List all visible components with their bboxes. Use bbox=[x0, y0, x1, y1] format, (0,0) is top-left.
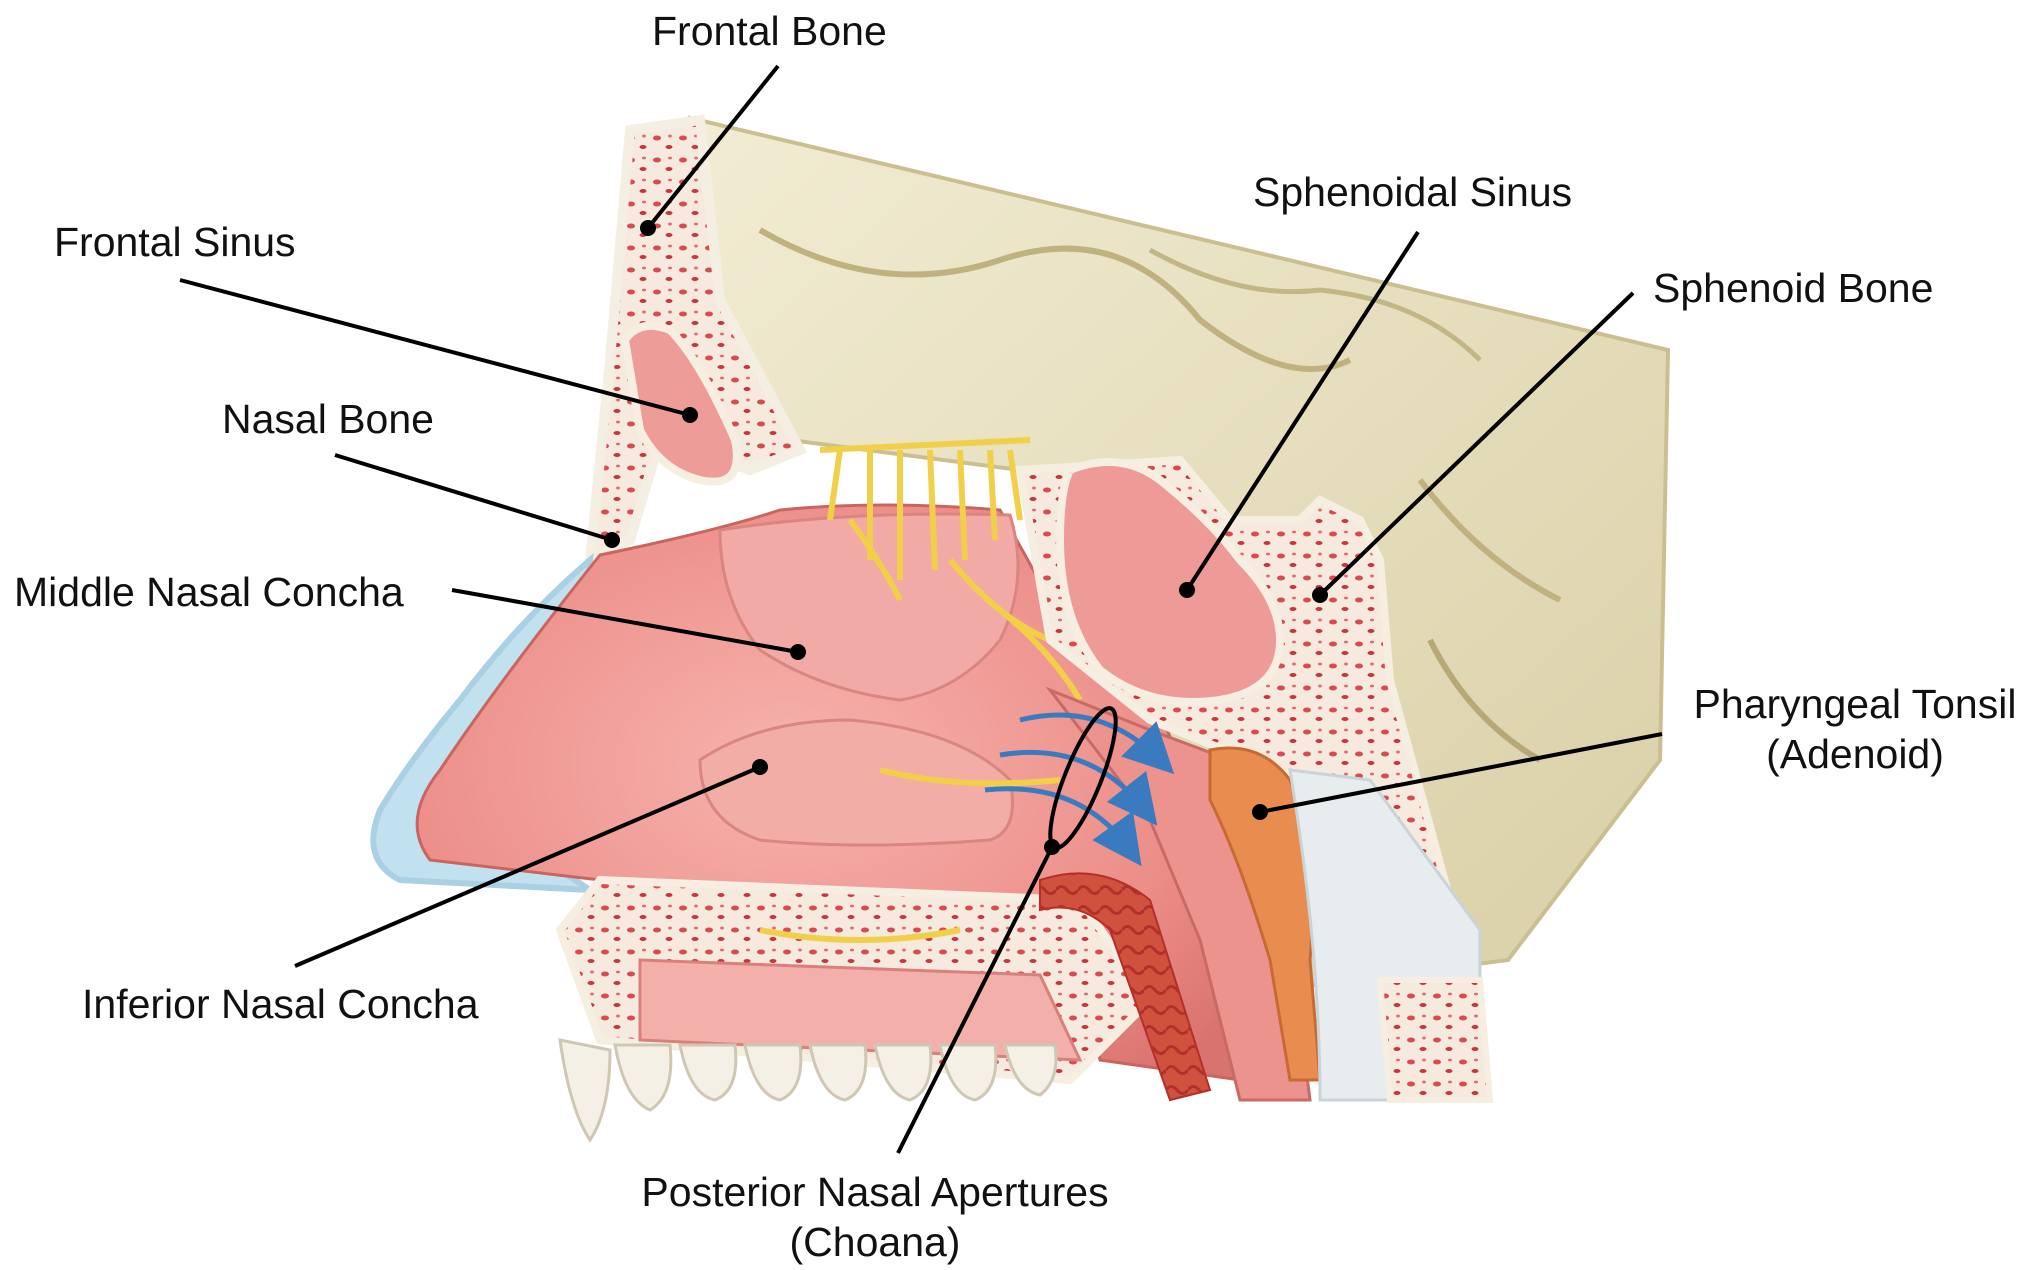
label-sphenoidal-sinus: Sphenoidal Sinus bbox=[1253, 167, 1572, 217]
leader-dot bbox=[752, 759, 768, 775]
label-posterior-nasal-apertures-main: Posterior Nasal Apertures bbox=[610, 1167, 1140, 1217]
label-middle-nasal-concha: Middle Nasal Concha bbox=[14, 567, 404, 617]
vertebra bbox=[1380, 980, 1490, 1100]
label-sphenoid-bone: Sphenoid Bone bbox=[1653, 263, 1933, 313]
leader-dot bbox=[1044, 839, 1060, 855]
label-posterior-nasal-apertures: Posterior Nasal Apertures (Choana) bbox=[610, 1167, 1140, 1267]
label-pharyngeal-tonsil: Pharyngeal Tonsil (Adenoid) bbox=[1680, 679, 2030, 779]
label-pharyngeal-tonsil-main: Pharyngeal Tonsil bbox=[1680, 679, 2030, 729]
leader-nasal-bone bbox=[335, 455, 612, 540]
label-frontal-bone: Frontal Bone bbox=[652, 6, 887, 56]
leader-dot bbox=[1312, 587, 1328, 603]
leader-dot bbox=[640, 220, 656, 236]
leader-dot bbox=[1179, 582, 1195, 598]
leader-dot bbox=[790, 644, 806, 660]
label-pharyngeal-tonsil-alt: (Adenoid) bbox=[1680, 729, 2030, 779]
leader-dot bbox=[604, 532, 620, 548]
label-nasal-bone: Nasal Bone bbox=[222, 394, 434, 444]
leader-dot bbox=[682, 407, 698, 423]
label-inferior-nasal-concha: Inferior Nasal Concha bbox=[82, 979, 479, 1029]
label-frontal-sinus: Frontal Sinus bbox=[54, 217, 296, 267]
leader-dot bbox=[1252, 804, 1268, 820]
label-posterior-nasal-apertures-alt: (Choana) bbox=[610, 1217, 1140, 1267]
